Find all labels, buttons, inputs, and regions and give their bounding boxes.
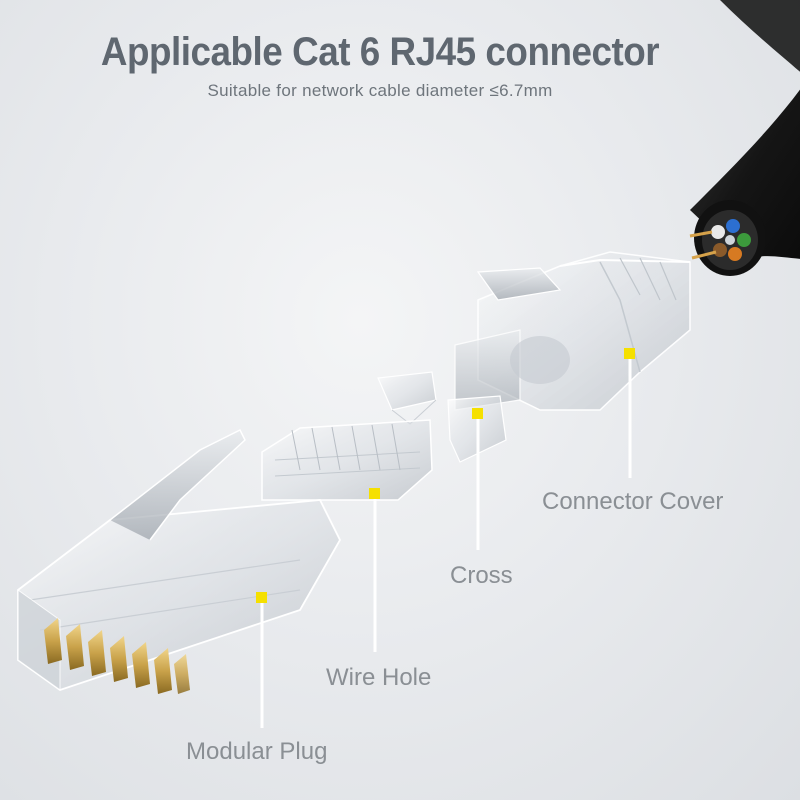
connector-cover-label: Connector Cover	[542, 488, 724, 515]
modular-plug-marker	[256, 592, 267, 603]
cross-marker	[472, 408, 483, 419]
page-title: Applicable Cat 6 RJ45 connector	[100, 30, 660, 74]
connector-cover-marker	[624, 348, 635, 359]
page-subtitle: Suitable for network cable diameter ≤6.7…	[207, 81, 553, 100]
wire-hole-part	[261, 419, 433, 501]
modular-plug-label: Modular Plug	[186, 738, 328, 765]
wire-hole-marker	[369, 488, 380, 499]
callout-lines	[260, 354, 632, 728]
network-cable	[689, 0, 800, 276]
modular-plug-part	[17, 428, 342, 694]
connector-cover-part	[454, 251, 691, 411]
gold-contacts	[44, 618, 190, 694]
twisted-pair-wires	[689, 219, 751, 261]
wire-hole-label: Wire Hole	[326, 664, 432, 691]
callout-markers	[256, 348, 635, 603]
cross-label: Cross	[450, 562, 513, 589]
